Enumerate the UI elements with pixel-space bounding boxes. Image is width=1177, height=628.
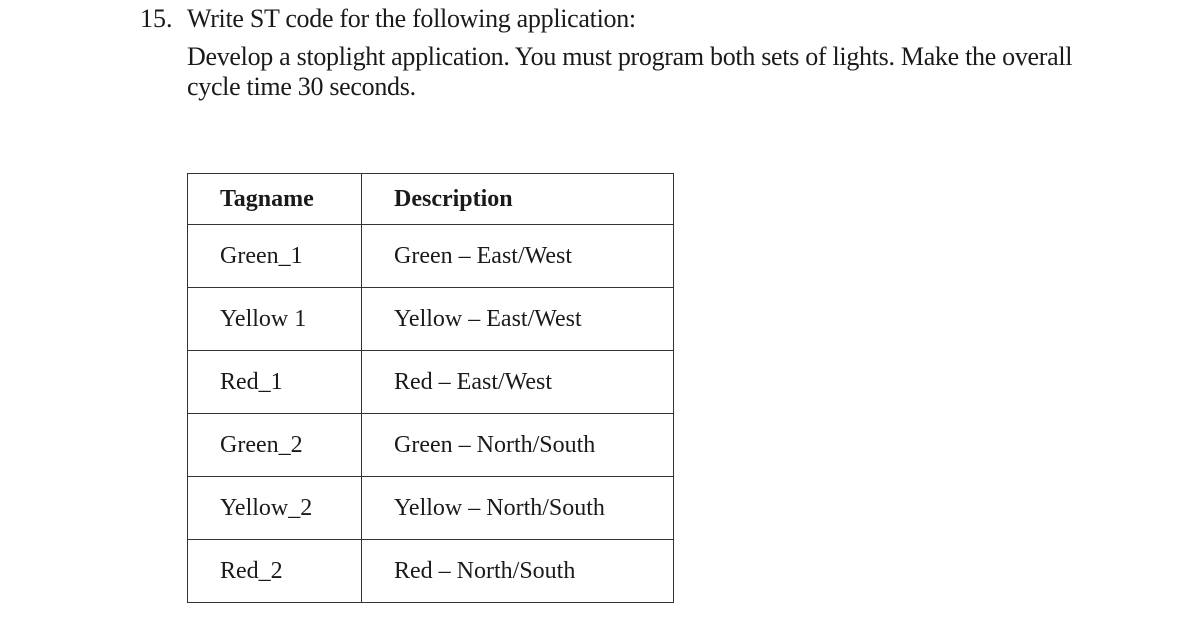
tagname-cell: Yellow 1 xyxy=(187,287,362,351)
header-description: Description xyxy=(361,173,674,225)
question-prompt: Write ST code for the following applicat… xyxy=(187,4,636,33)
question-body-line-1: Develop a stoplight application. You mus… xyxy=(187,42,1073,71)
description-cell: Yellow – North/South xyxy=(361,476,674,540)
header-tagname: Tagname xyxy=(187,173,362,225)
tagname-cell: Green_2 xyxy=(187,413,362,477)
description-cell: Green – East/West xyxy=(361,224,674,288)
description-cell: Red – North/South xyxy=(361,539,674,603)
tagname-cell: Red_1 xyxy=(187,350,362,414)
description-cell: Red – East/West xyxy=(361,350,674,414)
description-cell: Green – North/South xyxy=(361,413,674,477)
description-cell: Yellow – East/West xyxy=(361,287,674,351)
question-number: 15. xyxy=(140,4,173,33)
tagname-cell: Green_1 xyxy=(187,224,362,288)
tagname-cell: Yellow_2 xyxy=(187,476,362,540)
table-header-row: Tagname Description xyxy=(187,173,674,225)
tagname-cell: Red_2 xyxy=(187,539,362,603)
question-body-line-2: cycle time 30 seconds. xyxy=(187,72,416,101)
